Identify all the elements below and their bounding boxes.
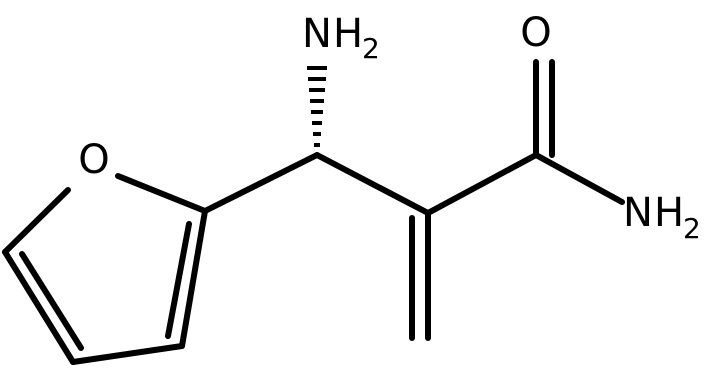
backbone (202, 152, 625, 216)
amide-n: N (623, 190, 653, 236)
amide-subscript: 2 (683, 212, 701, 245)
bond-carbonyl-nitrogen (533, 152, 625, 205)
atom-label-amide-nitrogen: N H 2 (623, 190, 701, 245)
bond-c3-c4 (70, 343, 185, 365)
top-amine-subscript: 2 (362, 32, 380, 65)
top-amine-n: N (302, 11, 332, 57)
bond-alkene-carbonyl (425, 152, 539, 216)
bond-furan-stereocenter (202, 152, 320, 214)
atom-label-top-amine: N H 2 (302, 11, 380, 65)
atom-label-carbonyl-oxygen: O (520, 10, 551, 56)
furan-ring (2, 173, 208, 365)
bond-c5-o1 (2, 187, 71, 255)
bond-o1-c2 (115, 173, 208, 214)
bond-stereocenter-alkene (314, 152, 431, 216)
bond-c2-c3 (179, 208, 208, 349)
methylene-double-bond (409, 210, 431, 341)
amide-h: H (654, 190, 684, 236)
bond-c2-c3-inner (165, 221, 192, 339)
bond-c4-c5-inner (19, 251, 84, 351)
atom-label-furan-oxygen: O (78, 137, 109, 183)
top-amine-h: H (333, 11, 363, 57)
carbonyl-double-bond (533, 59, 555, 158)
hashed-wedge-bond (307, 66, 327, 147)
bond-c4-c5 (2, 249, 76, 365)
